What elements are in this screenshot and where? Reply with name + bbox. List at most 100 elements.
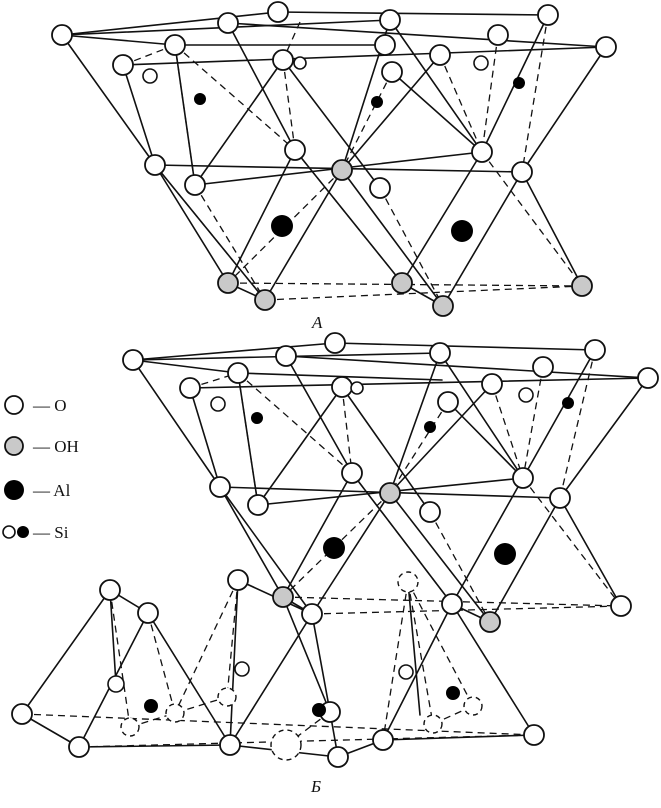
oxygen-atom xyxy=(372,729,394,751)
legend: — O — OH — Al — Si xyxy=(2,395,79,542)
legend-oxygen-label: — O xyxy=(32,396,67,415)
oxygen-atom xyxy=(331,376,353,398)
hydroxyl-atom xyxy=(432,295,454,317)
oxygen-atom xyxy=(584,339,606,361)
oxygen-atom xyxy=(369,177,391,199)
oxygen-atom xyxy=(637,367,659,389)
oxygen-atom xyxy=(487,24,509,46)
aluminium-atom xyxy=(271,215,293,237)
hydroxyl-atom xyxy=(391,272,413,294)
silicon-atom-open xyxy=(518,387,534,403)
hidden-atom xyxy=(165,703,185,723)
silicon-atom-filled xyxy=(144,699,158,713)
oxygen-atom xyxy=(137,602,159,624)
silicon-atom-filled xyxy=(312,703,326,717)
legend-aluminium-label: — Al xyxy=(32,481,71,500)
hidden-atom xyxy=(397,571,419,593)
silicon-atom-open xyxy=(473,55,489,71)
aluminium-atom xyxy=(323,537,345,559)
silicon-atom-filled xyxy=(424,421,436,433)
oxygen-atom xyxy=(437,391,459,413)
oxygen-atom xyxy=(419,501,441,523)
structure-b-atoms xyxy=(11,332,659,768)
structure-a: А xyxy=(51,1,617,332)
silicon-atom-filled xyxy=(562,397,574,409)
hidden-atom xyxy=(423,714,443,734)
hydroxyl-atom xyxy=(217,272,239,294)
silicon-atom-open xyxy=(234,661,250,677)
aluminium-atom xyxy=(451,220,473,242)
oxygen-atom xyxy=(51,24,73,46)
hidden-atom xyxy=(463,696,483,716)
oxygen-atom xyxy=(512,467,534,489)
oxygen-atom xyxy=(275,345,297,367)
structure-a-atoms xyxy=(51,1,617,317)
hydroxyl-atom xyxy=(379,482,401,504)
silicon-atom-open xyxy=(107,675,125,693)
oxygen-atom xyxy=(122,349,144,371)
silicon-atom-filled xyxy=(446,686,460,700)
silicon-atom-filled xyxy=(194,93,206,105)
oxygen-atom xyxy=(481,373,503,395)
oxygen-atom xyxy=(272,49,294,71)
oxygen-atom xyxy=(511,161,533,183)
oxygen-atom xyxy=(247,494,269,516)
silicon-atom-open xyxy=(293,56,307,70)
oxygen-atom xyxy=(429,44,451,66)
hidden-atom xyxy=(270,729,302,761)
oxygen-atom xyxy=(217,12,239,34)
legend-aluminium-symbol xyxy=(4,480,24,500)
hydroxyl-atom xyxy=(254,289,276,311)
legend-item-hydroxyl: — OH xyxy=(4,436,79,456)
oxygen-atom xyxy=(341,462,363,484)
oxygen-atom xyxy=(324,332,346,354)
oxygen-atom xyxy=(219,734,241,756)
oxygen-atom xyxy=(267,1,289,23)
oxygen-atom xyxy=(112,54,134,76)
oxygen-atom xyxy=(523,724,545,746)
oxygen-atom xyxy=(381,61,403,83)
hydroxyl-atom xyxy=(479,611,501,633)
hydroxyl-atom xyxy=(272,586,294,608)
oxygen-atom xyxy=(144,154,166,176)
oxygen-atom xyxy=(227,569,249,591)
structure-b: Б xyxy=(11,332,659,796)
oxygen-atom xyxy=(209,476,231,498)
oxygen-atom xyxy=(374,34,396,56)
oxygen-atom xyxy=(184,174,206,196)
legend-hydroxyl-label: — OH xyxy=(32,437,79,456)
silicon-atom-filled xyxy=(251,412,263,424)
silicon-atom-open xyxy=(350,381,364,395)
legend-silicon-label: — Si xyxy=(32,523,69,542)
oxygen-atom xyxy=(471,141,493,163)
oxygen-atom xyxy=(595,36,617,58)
silicon-atom-open xyxy=(210,396,226,412)
oxygen-atom xyxy=(99,579,121,601)
hidden-atom xyxy=(217,687,237,707)
hidden-atom xyxy=(120,717,140,737)
oxygen-atom xyxy=(301,603,323,625)
aluminium-atom xyxy=(494,543,516,565)
legend-hydroxyl-symbol xyxy=(4,436,24,456)
legend-silicon-open-symbol xyxy=(2,525,16,539)
hydroxyl-atom xyxy=(331,159,353,181)
panel-label-b: Б xyxy=(310,777,321,796)
silicon-atom-filled xyxy=(371,96,383,108)
structure-a-hidden-bonds xyxy=(122,14,583,307)
panel-label-a: А xyxy=(311,313,323,332)
oxygen-atom xyxy=(284,139,306,161)
legend-oxygen-symbol xyxy=(4,395,24,415)
oxygen-atom xyxy=(379,9,401,31)
oxygen-atom xyxy=(537,4,559,26)
oxygen-atom xyxy=(227,362,249,384)
silicon-atom-open xyxy=(142,68,158,84)
legend-item-oxygen: — O xyxy=(4,395,67,415)
silicon-atom-filled xyxy=(513,77,525,89)
oxygen-atom xyxy=(327,746,349,768)
oxygen-atom xyxy=(549,487,571,509)
structure-b-bonds xyxy=(21,342,649,758)
silicon-atom-open xyxy=(398,664,414,680)
legend-item-aluminium: — Al xyxy=(4,480,71,500)
legend-silicon-filled-symbol xyxy=(17,526,29,538)
